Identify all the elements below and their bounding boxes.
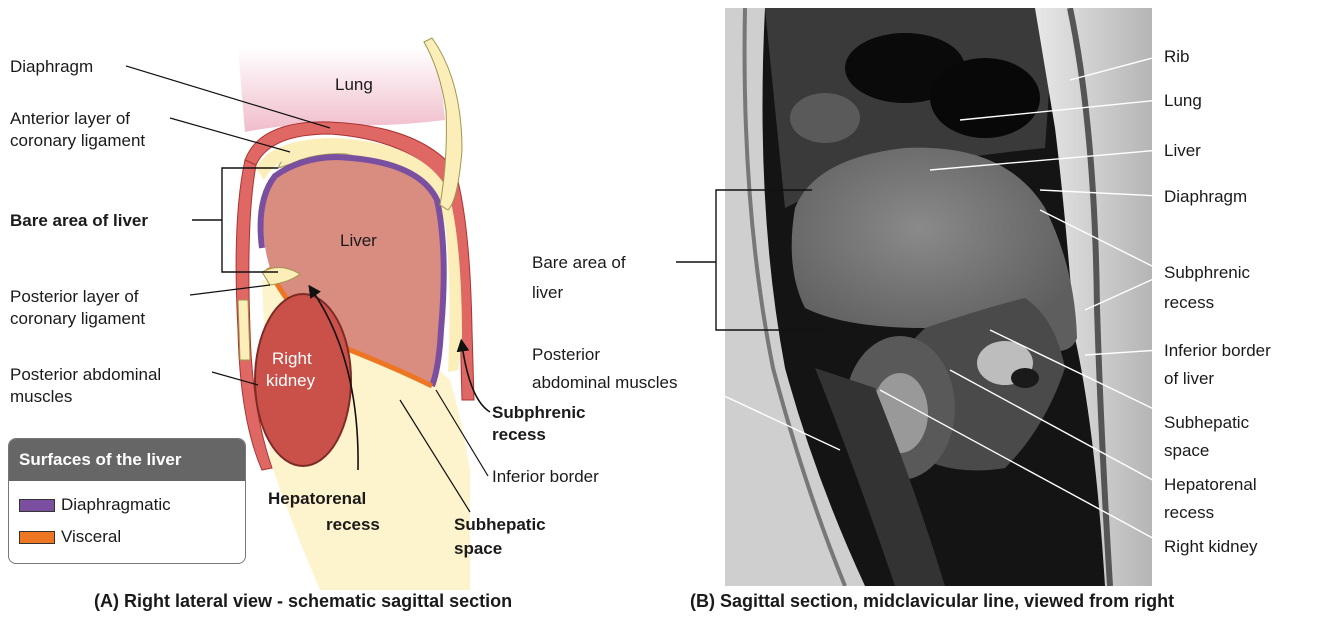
legend-swatch-visceral [19, 531, 55, 544]
label-diaphragm-b: Diaphragm [1164, 186, 1247, 207]
label-kidney-a2: kidney [266, 370, 315, 391]
legend-label-visceral: Visceral [61, 527, 121, 546]
label-inferior-border-b: Inferior border [1164, 340, 1271, 361]
label-bare-area-b: Bare area of [532, 252, 626, 273]
label-right-kidney-b: Right kidney [1164, 536, 1258, 557]
label-subphrenic-b2: recess [1164, 292, 1214, 313]
label-kidney-a: Right [272, 348, 312, 369]
label-posterior-muscles-a: Posterior abdominal [10, 364, 161, 385]
label-lung-a: Lung [335, 74, 373, 95]
legend-item-diaphragmatic: Diaphragmatic [19, 495, 171, 515]
leader-posterior [190, 285, 270, 295]
label-subhepatic-a: Subhepatic [454, 514, 546, 535]
label-lung-b: Lung [1164, 90, 1202, 111]
mri-drawing [725, 8, 1152, 586]
label-subphrenic-b: Subphrenic [1164, 262, 1250, 283]
label-posterior-muscles-b: Posterior [532, 344, 600, 365]
label-inferior-border-a: Inferior border [492, 466, 599, 487]
label-posterior-muscles-b2: abdominal muscles [532, 372, 678, 393]
legend-swatch-diaphragmatic [19, 499, 55, 512]
label-inferior-border-b2: of liver [1164, 368, 1214, 389]
label-posterior-layer-a: Posterior layer of [10, 286, 139, 307]
label-hepatorenal-a: Hepatorenal [268, 488, 366, 509]
label-bare-area-b2: liver [532, 282, 563, 303]
mri-image [725, 8, 1152, 586]
label-subhepatic-b2: space [1164, 440, 1209, 461]
label-subphrenic-a: Subphrenic [492, 402, 586, 423]
label-diaphragm-a: Diaphragm [10, 56, 93, 77]
legend-item-visceral: Visceral [19, 527, 121, 547]
legend-title: Surfaces of the liver [9, 439, 245, 481]
label-hepatorenal-a2: recess [326, 514, 380, 535]
label-rib-b: Rib [1164, 46, 1190, 67]
label-posterior-layer-a2: coronary ligament [10, 308, 145, 329]
label-hepatorenal-b: Hepatorenal [1164, 474, 1257, 495]
label-liver-b: Liver [1164, 140, 1201, 161]
caption-a: (A) Right lateral view - schematic sagit… [94, 591, 512, 612]
label-hepatorenal-b2: recess [1164, 502, 1214, 523]
caption-b: (B) Sagittal section, midclavicular line… [690, 591, 1174, 612]
label-liver-a: Liver [340, 230, 377, 251]
label-subhepatic-b: Subhepatic [1164, 412, 1249, 433]
label-subhepatic-a2: space [454, 538, 502, 559]
legend-label-diaphragmatic: Diaphragmatic [61, 495, 171, 514]
label-posterior-muscles-a2: muscles [10, 386, 72, 407]
surfaces-legend: Surfaces of the liver Diaphragmatic Visc… [8, 438, 246, 564]
label-anterior-layer-a: Anterior layer of [10, 108, 130, 129]
label-bare-area-a: Bare area of liver [10, 210, 148, 231]
label-subphrenic-a2: recess [492, 424, 546, 445]
rib-left-shape [238, 300, 250, 360]
label-anterior-layer-a2: coronary ligament [10, 130, 145, 151]
